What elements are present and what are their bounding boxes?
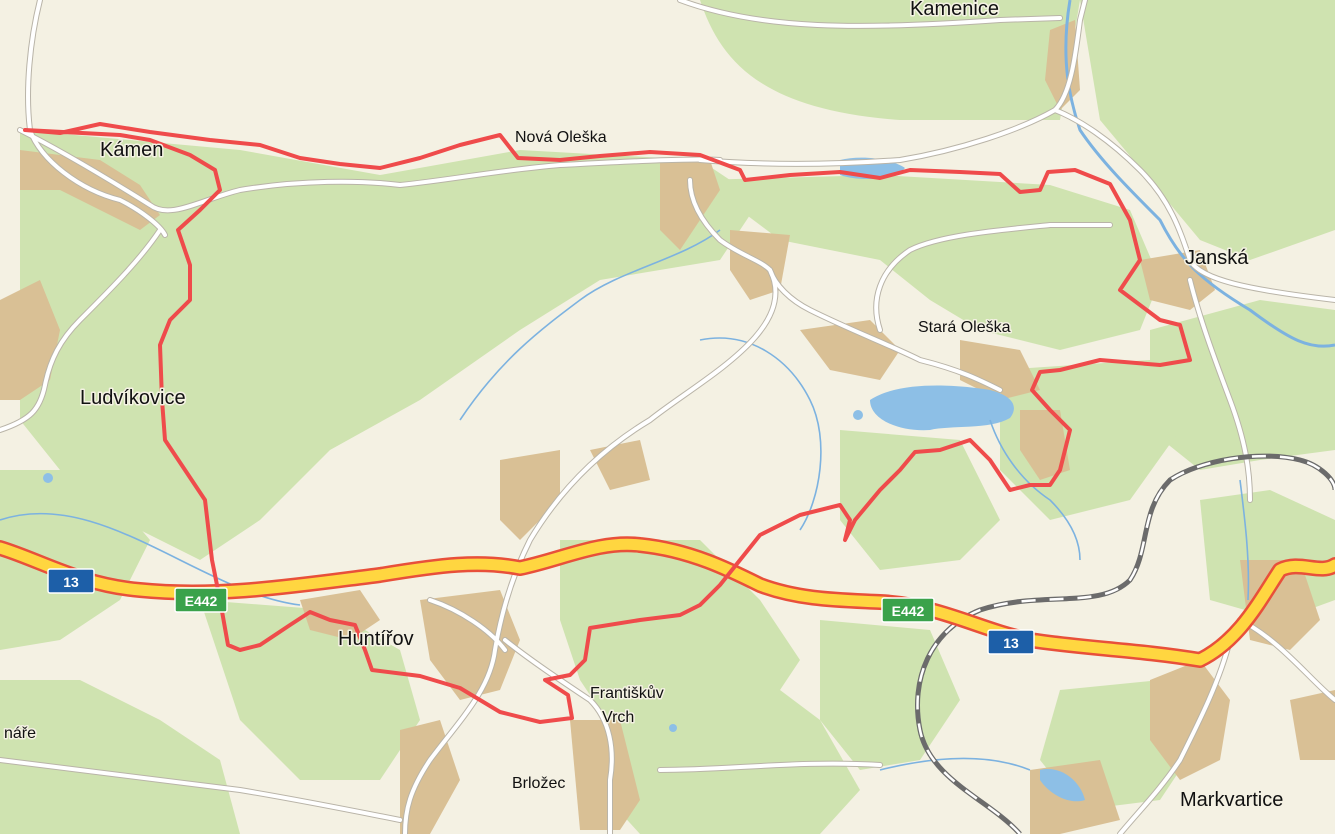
label-frantiskuv-vrch-line1[interactable]: Františkův xyxy=(589,683,666,704)
label-kamenice[interactable]: Kamenice xyxy=(909,0,1001,22)
label-nova-oleska[interactable]: Nová Oleška xyxy=(514,128,609,148)
place-labels: Kamenice Kámen Nová Oleška Janská Stará … xyxy=(3,0,1285,813)
svg-text:E442: E442 xyxy=(892,603,925,619)
label-brlozec[interactable]: Brložec xyxy=(511,774,567,794)
label-stara-oleska[interactable]: Stará Oleška xyxy=(917,318,1013,338)
road-shield-e442-east: E442 xyxy=(881,597,935,623)
streams xyxy=(0,0,1335,771)
label-kamen[interactable]: Kámen xyxy=(99,138,165,163)
railway xyxy=(915,453,1335,834)
builtup-areas xyxy=(0,20,1335,834)
label-markvartice[interactable]: Markvartice xyxy=(1179,788,1285,813)
svg-text:13: 13 xyxy=(1003,635,1019,651)
label-janska[interactable]: Janská xyxy=(1184,246,1251,271)
road-shield-13-east: 13 xyxy=(987,629,1035,655)
svg-text:E442: E442 xyxy=(185,593,218,609)
main-road xyxy=(0,536,1335,668)
road-shield-e442-west: E442 xyxy=(174,587,228,613)
road-shield-13-west: 13 xyxy=(47,568,95,594)
svg-text:13: 13 xyxy=(63,574,79,590)
label-nare[interactable]: náře xyxy=(3,724,38,744)
label-frantiskuv-vrch-line2[interactable]: Vrch xyxy=(601,708,636,728)
label-huntirov[interactable]: Huntířov xyxy=(337,627,416,652)
label-ludvikovice[interactable]: Ludvíkovice xyxy=(79,386,188,411)
